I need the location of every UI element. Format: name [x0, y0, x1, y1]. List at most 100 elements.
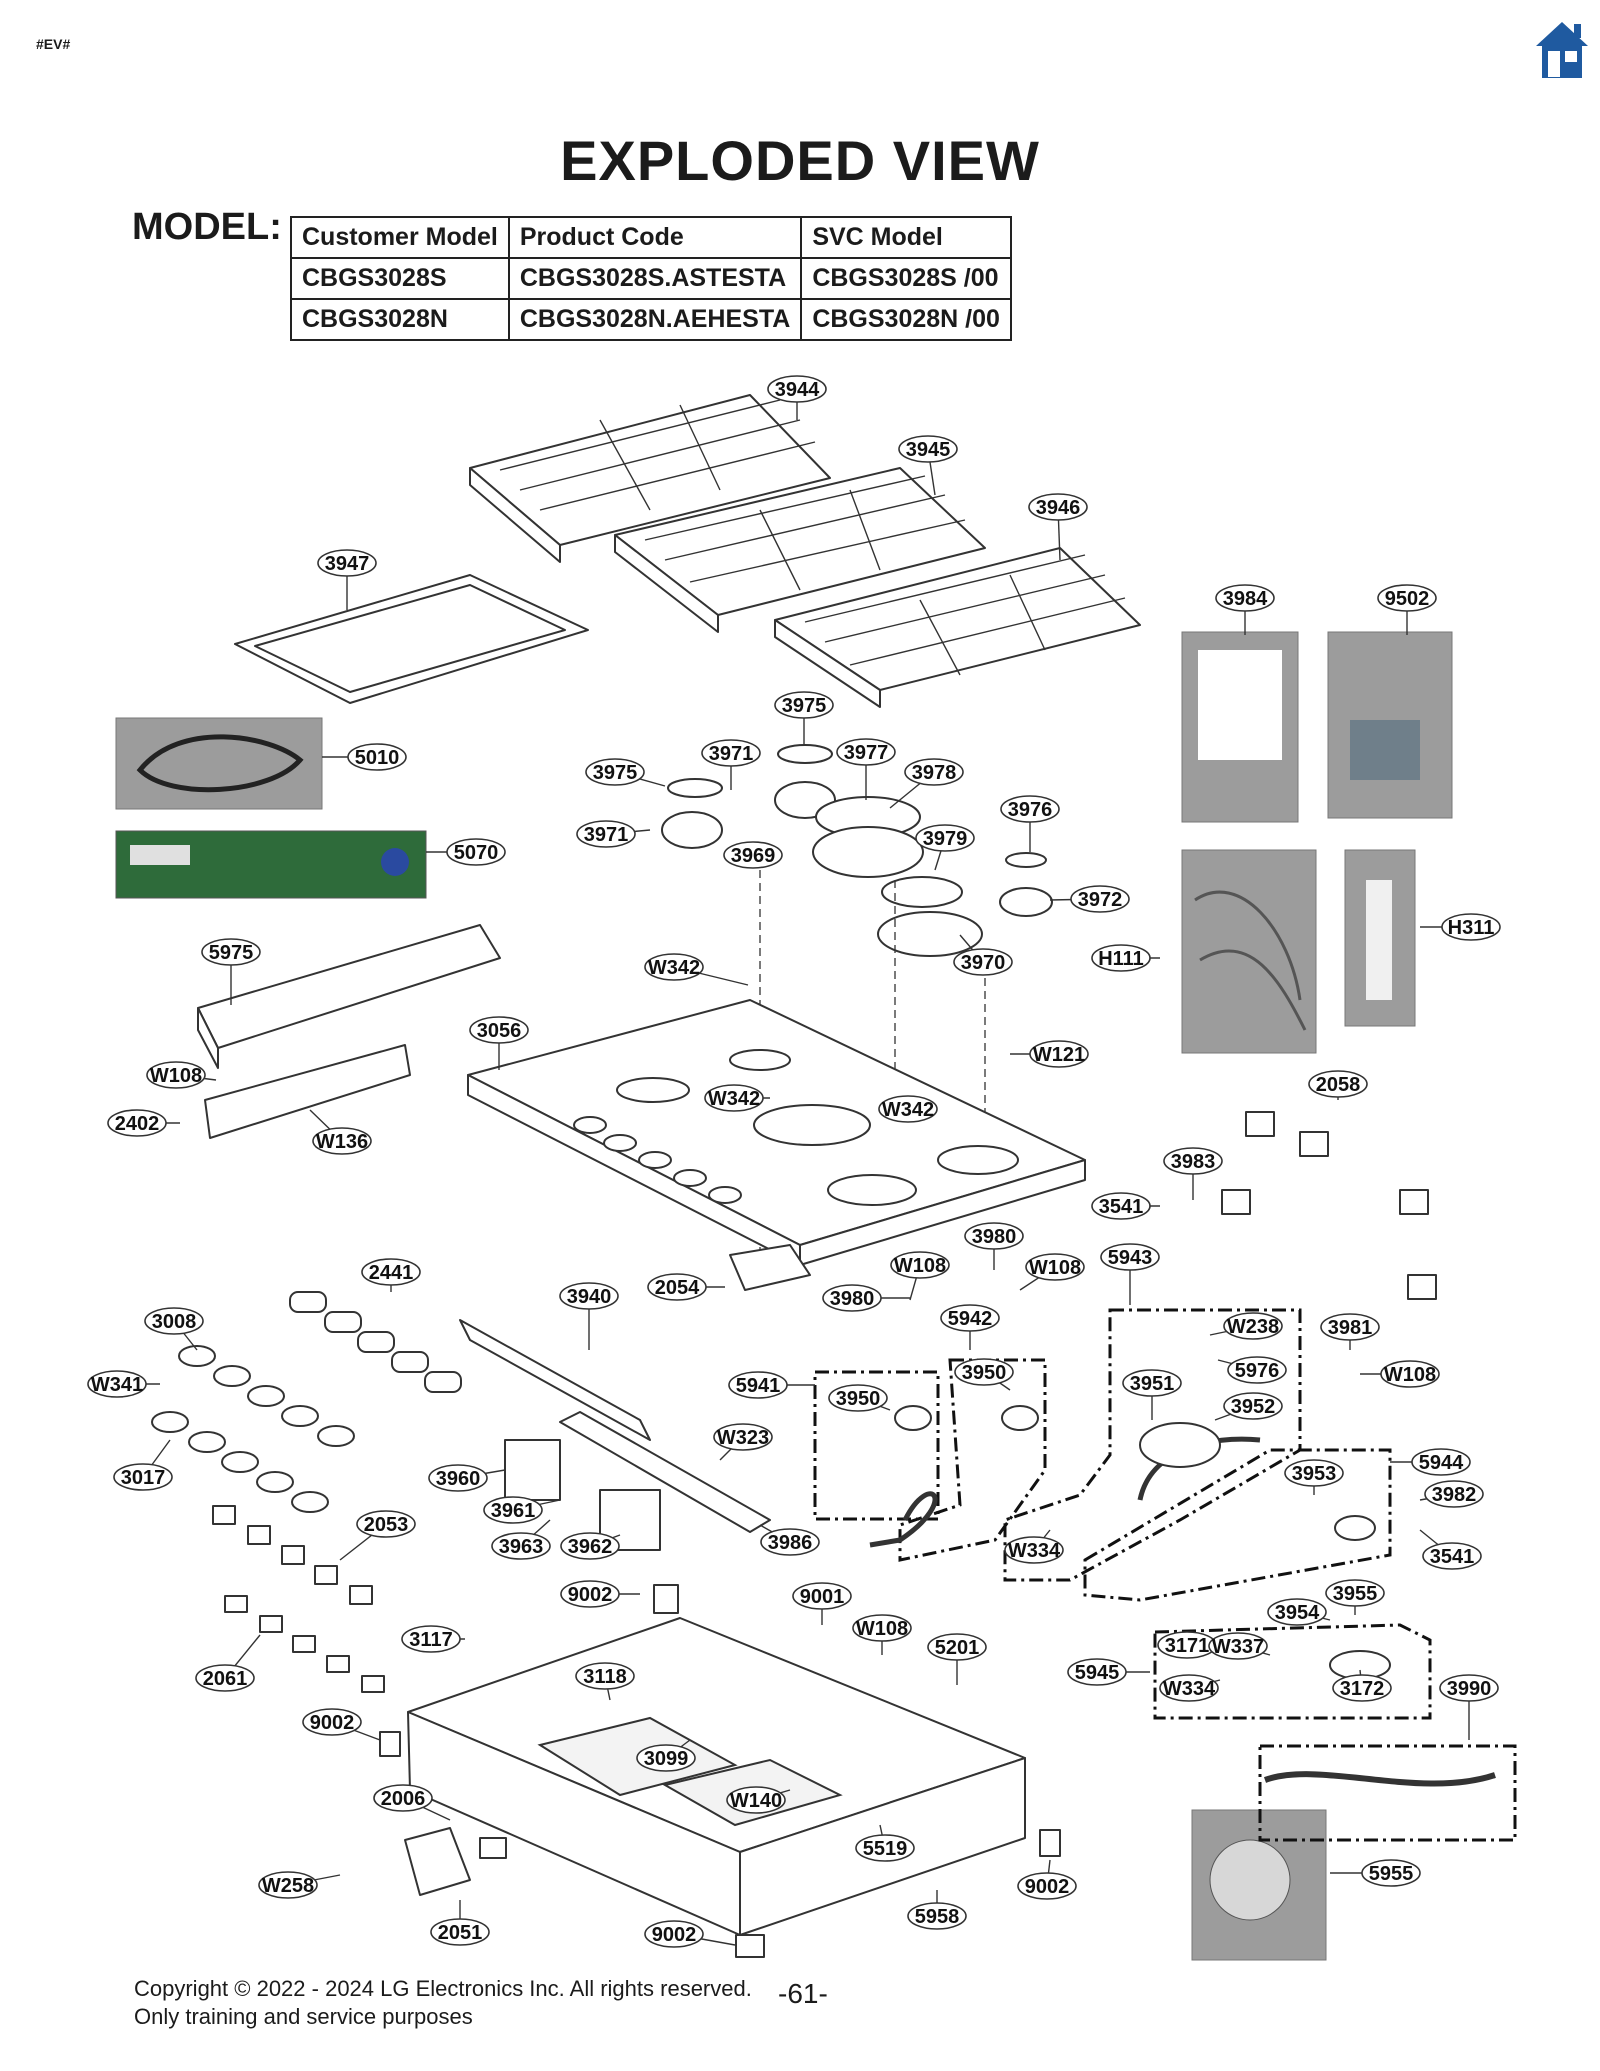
- part-number: 3979: [923, 828, 968, 850]
- callout-3970: 3970: [953, 934, 1013, 976]
- home-icon[interactable]: [1534, 18, 1590, 80]
- knobs-2441: [289, 1291, 462, 1393]
- part-number: 9502: [1385, 588, 1430, 610]
- callout-bubble: [723, 841, 783, 869]
- callout-3099: 3099: [636, 1739, 696, 1772]
- callout-bubble: [1017, 1872, 1077, 1900]
- part-number: 5201: [935, 1637, 980, 1659]
- training-note: Only training and service purposes: [134, 2004, 473, 2029]
- bracket-2054: [729, 1244, 811, 1291]
- callout-h111: H111: [1091, 944, 1160, 972]
- part-number: W121: [1033, 1044, 1085, 1066]
- part-number: W108: [150, 1065, 202, 1087]
- callout-3984: 3984: [1215, 584, 1275, 635]
- callout-bubble: [1320, 1313, 1380, 1341]
- callout-bubble: [356, 1510, 416, 1538]
- callout-bubble: [195, 1664, 255, 1692]
- manifold-3986: [559, 1411, 771, 1533]
- model-label: MODEL:: [132, 206, 282, 248]
- callout-3945: 3945: [898, 435, 958, 496]
- callout-3975: 3975: [585, 758, 666, 787]
- cooktop-3056: [467, 999, 1086, 1266]
- part-number: 3970: [961, 952, 1006, 974]
- callout-3118: 3118: [575, 1662, 635, 1701]
- callout-bubble: [878, 1095, 938, 1123]
- callout-bubble: [428, 1464, 488, 1492]
- column-header: Customer Model: [290, 216, 510, 259]
- callout-w108: W108: [852, 1614, 912, 1655]
- callout-w342: W342: [878, 1095, 938, 1123]
- callout-w108: W108: [146, 1061, 217, 1089]
- callout-3969: 3969: [723, 841, 783, 869]
- callout-bubble: [647, 1273, 707, 1301]
- callout-w140: W140: [726, 1786, 791, 1814]
- callout-bubble: [774, 691, 834, 719]
- callout-3955: 3955: [1325, 1579, 1385, 1615]
- callout-bubble: [1223, 1392, 1283, 1420]
- callout-bubble: [107, 1109, 167, 1137]
- callout-bubble: [1227, 1356, 1287, 1384]
- callout-bubble: [560, 1532, 620, 1560]
- part-number: 2061: [203, 1668, 248, 1690]
- part-number: 3983: [1171, 1151, 1216, 1173]
- part-number: W334: [1008, 1540, 1061, 1562]
- callout-bubble: [575, 1662, 635, 1690]
- callout-bubble: [1411, 1448, 1471, 1476]
- callout-5010: 5010: [322, 743, 407, 771]
- part-number: 3971: [584, 824, 629, 846]
- callout-bubble: [767, 375, 827, 403]
- callout-w334: W334: [1159, 1674, 1221, 1702]
- part-number: 3171: [1165, 1635, 1210, 1657]
- callout-bubble: [1025, 1253, 1085, 1281]
- callout-3171: 3171: [1157, 1631, 1231, 1659]
- part-number: 2058: [1316, 1074, 1361, 1096]
- part-number: W342: [648, 957, 700, 979]
- callout-5958: 5958: [907, 1890, 967, 1930]
- part-number: 3952: [1231, 1396, 1276, 1418]
- callout-bubble: [636, 1744, 696, 1772]
- callout-bubble: [1284, 1459, 1344, 1487]
- part-number: 3975: [593, 762, 638, 784]
- callout-2053: 2053: [339, 1510, 416, 1561]
- part-number: 3940: [567, 1286, 612, 1308]
- callout-5975: 5975: [201, 938, 261, 1005]
- callout-bubble: [113, 1463, 173, 1491]
- part-number: W108: [1384, 1364, 1436, 1386]
- table-cell: CBGS3028S /00: [800, 257, 1012, 300]
- card-9002: [653, 1584, 679, 1614]
- callout-w136: W136: [309, 1109, 372, 1155]
- callout-bubble: [1208, 1632, 1268, 1660]
- part-number: W334: [1163, 1678, 1216, 1700]
- callout-3947: 3947: [317, 549, 377, 610]
- callout-5976: 5976: [1217, 1356, 1287, 1384]
- callout-bubble: [317, 549, 377, 577]
- callout-bubble: [915, 824, 975, 852]
- group-5941: [813, 1370, 940, 1521]
- part-number: 3980: [830, 1288, 875, 1310]
- part-number: 3950: [962, 1362, 1007, 1384]
- callout-bubble: [491, 1532, 551, 1560]
- grate-left: [469, 394, 831, 563]
- part-number: W258: [262, 1875, 314, 1897]
- callout-9502: 9502: [1377, 584, 1437, 635]
- callout-bubble: [890, 1251, 950, 1279]
- callout-bubble: [559, 1282, 619, 1310]
- column-header: Product Code: [507, 216, 803, 259]
- part-number: 3963: [499, 1536, 544, 1558]
- callout-9002: 9002: [302, 1708, 381, 1741]
- table-cell: CBGS3028S: [290, 257, 510, 300]
- callout-2058: 2058: [1308, 1070, 1368, 1100]
- part-number: 3945: [906, 439, 951, 461]
- callout-3541: 3541: [1419, 1529, 1482, 1570]
- callout-bubble: [904, 758, 964, 786]
- callout-3983: 3983: [1163, 1147, 1223, 1200]
- callout-bubble: [1441, 913, 1501, 941]
- callout-bubble: [144, 1307, 204, 1335]
- callout-bubble: [1332, 1674, 1392, 1702]
- callout-w342: W342: [704, 1084, 770, 1112]
- part-number: 3118: [583, 1666, 626, 1688]
- callout-bubble: [347, 743, 407, 771]
- page-number: -61-: [778, 1978, 828, 2009]
- part-number: 3981: [1328, 1317, 1373, 1339]
- part-number: W342: [882, 1099, 934, 1121]
